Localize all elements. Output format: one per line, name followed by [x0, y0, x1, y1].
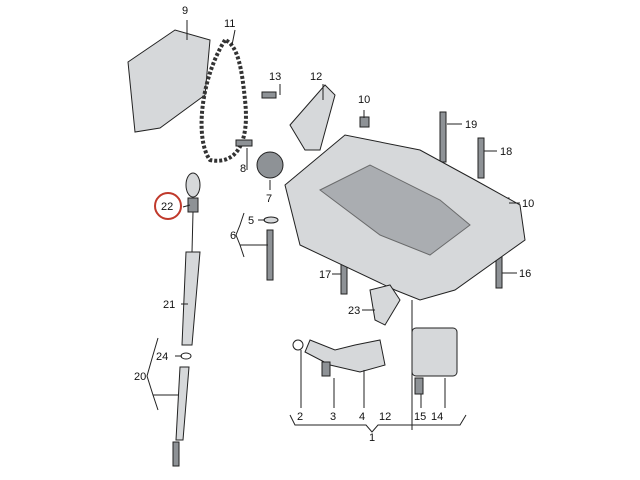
- label-7: 7: [266, 193, 272, 205]
- oil-pickup-pipe: [304, 339, 386, 373]
- label-8: 8: [240, 163, 246, 175]
- bolt-13: [261, 91, 277, 99]
- bolt-3: [321, 361, 331, 377]
- sprocket: [256, 151, 284, 179]
- guide-tube-21: [181, 251, 201, 346]
- label-13: 13: [269, 71, 281, 83]
- label-4: 4: [359, 411, 365, 423]
- oil-pump-cover: [411, 327, 458, 377]
- label-20: 20: [134, 371, 146, 383]
- chain-tensioner: [289, 84, 336, 151]
- label-5: 5: [248, 215, 254, 227]
- timing-chain: [199, 37, 248, 163]
- bracket-23: [369, 284, 401, 326]
- label-6: 6: [230, 230, 236, 242]
- bolt-16: [495, 255, 503, 289]
- chain-guard: [127, 29, 211, 133]
- highlight-circle: [154, 192, 182, 220]
- bolt-8: [235, 139, 253, 147]
- label-22: 22: [161, 201, 173, 213]
- bolt-19: [439, 111, 447, 163]
- label-11: 11: [224, 18, 235, 30]
- o-ring-2: [292, 339, 304, 351]
- bolt-6: [266, 229, 274, 281]
- label-17: 17: [319, 269, 331, 281]
- dipstick-rod: [191, 211, 194, 253]
- label-9: 9: [182, 5, 188, 17]
- label-14: 14: [431, 411, 443, 423]
- label-18: 18: [500, 146, 512, 158]
- label-10b: 10: [522, 198, 534, 210]
- bolt-15: [414, 377, 424, 395]
- guide-tube-lower: [175, 366, 190, 441]
- label-15: 15: [414, 411, 426, 423]
- dipstick-handle: [185, 172, 201, 198]
- label-1: 1: [369, 432, 375, 444]
- label-12: 12: [310, 71, 322, 83]
- balance-shafts: [319, 164, 471, 256]
- label-12b: 12: [379, 411, 391, 423]
- label-3: 3: [330, 411, 336, 423]
- leader-lines: [146, 20, 520, 433]
- label-16: 16: [519, 268, 531, 280]
- label-19: 19: [465, 119, 477, 131]
- tube-end: [172, 441, 180, 467]
- label-10: 10: [358, 94, 370, 106]
- label-2: 2: [297, 411, 303, 423]
- label-23: 23: [348, 305, 360, 317]
- o-ring-24: [180, 352, 192, 360]
- o-ring-5: [263, 216, 279, 224]
- bolt-18: [477, 137, 485, 179]
- sleeve-10: [359, 116, 370, 128]
- label-24: 24: [156, 351, 168, 363]
- label-21: 21: [163, 299, 175, 311]
